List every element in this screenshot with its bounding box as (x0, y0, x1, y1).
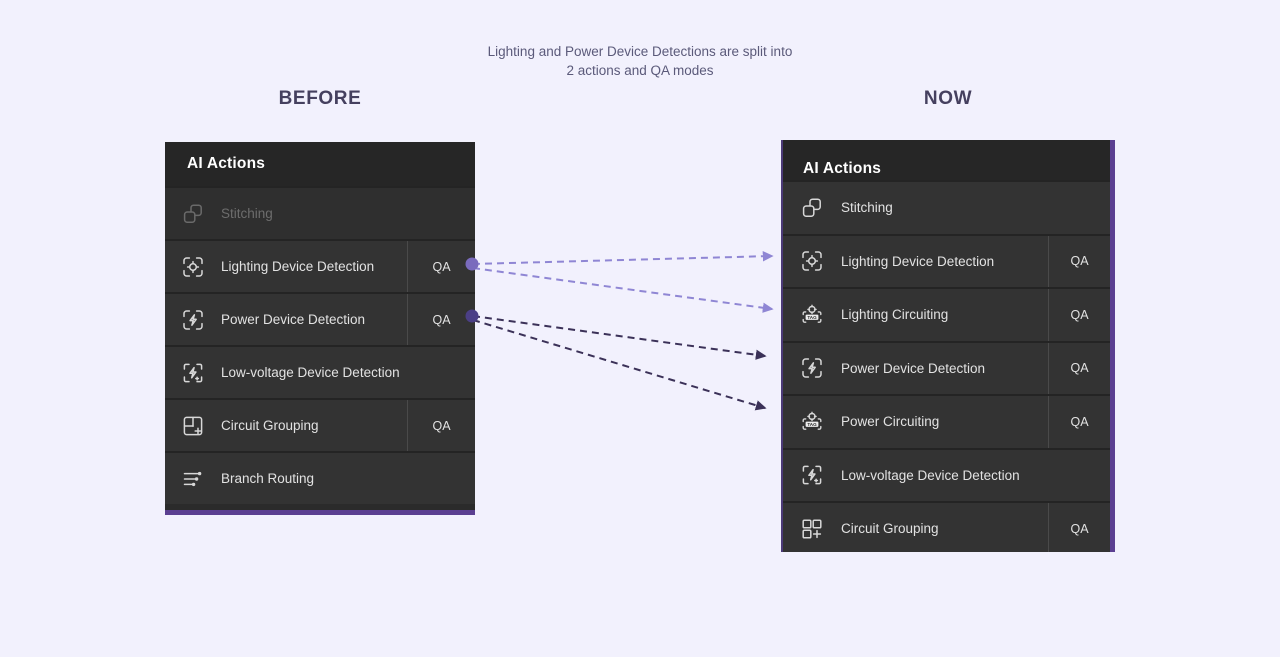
action-row-label: Lighting Device Detection (221, 259, 375, 274)
now-panel-title: AI Actions (783, 140, 1110, 180)
svg-text:TAG: TAG (807, 422, 817, 427)
action-row-label: Lighting Device Detection (841, 253, 995, 269)
svg-text:TAG: TAG (807, 315, 817, 320)
device-detection-icon (165, 255, 221, 279)
before-panel-title: AI Actions (165, 142, 475, 186)
qa-badge[interactable]: QA (407, 241, 475, 292)
stitching-icon (165, 202, 221, 226)
low-voltage-device-icon (165, 361, 221, 385)
qa-badge[interactable]: QA (1048, 289, 1110, 341)
action-row-power-device-detection[interactable]: Power Device Detection QA (783, 340, 1110, 394)
qa-cell-empty (1048, 182, 1110, 234)
before-panel: AI Actions Stitching Lighting Device Det… (165, 142, 475, 515)
now-panel: AI Actions Stitching Lighting Device Det… (781, 140, 1115, 552)
connector-power-to-power-circuiting (472, 319, 767, 411)
low-voltage-device-icon (783, 463, 841, 487)
action-row-circuit-grouping[interactable]: Circuit Grouping QA (783, 501, 1110, 552)
circuiting-tag-icon: TAG (783, 409, 841, 435)
qa-badge[interactable]: QA (1048, 503, 1110, 552)
branch-routing-icon (165, 467, 221, 491)
device-detection-icon (783, 249, 841, 273)
power-device-icon (783, 356, 841, 380)
qa-badge[interactable]: QA (1048, 342, 1110, 394)
action-row-label: Stitching (841, 200, 893, 216)
caption-line-1: Lighting and Power Device Detections are… (487, 44, 793, 59)
action-row-stitching[interactable]: Stitching (783, 180, 1110, 234)
action-row-stitching[interactable]: Stitching (165, 186, 475, 239)
stitching-icon (783, 196, 841, 220)
action-row-circuit-grouping[interactable]: Circuit Grouping QA (165, 398, 475, 451)
qa-badge[interactable]: QA (1048, 396, 1110, 448)
action-row-label: Power Circuiting (841, 414, 940, 430)
action-row-low-voltage-device-detection[interactable]: Low-voltage Device Detection (783, 447, 1110, 502)
qa-cell-empty (407, 347, 475, 398)
qa-cell-empty (1048, 450, 1110, 502)
heading-now: NOW (923, 88, 973, 109)
action-row-label: Low-voltage Device Detection (841, 467, 1020, 483)
power-device-icon (165, 308, 221, 332)
connector-power-to-power-device-detection (472, 315, 767, 360)
caption-line-2: 2 actions and QA modes (566, 63, 714, 78)
qa-cell-empty (407, 188, 475, 239)
circuit-grouping-icon (783, 517, 841, 541)
action-row-lighting-circuiting[interactable]: TAG Lighting Circuiting QA (783, 287, 1110, 341)
action-row-label: Power Device Detection (221, 312, 366, 327)
circuit-grouping-icon (165, 414, 221, 438)
action-row-label: Circuit Grouping (841, 521, 939, 537)
qa-cell-empty (407, 453, 475, 504)
action-row-power-device-detection[interactable]: Power Device Detection QA (165, 292, 475, 345)
action-row-label: Branch Routing (221, 471, 315, 486)
action-row-lighting-device-detection[interactable]: Lighting Device Detection QA (165, 239, 475, 292)
diagram-caption: Lighting and Power Device Detections are… (440, 42, 840, 80)
action-row-label: Low-voltage Device Detection (221, 365, 400, 380)
action-row-label: Stitching (221, 206, 273, 221)
connector-lighting-to-lighting-device-detection (472, 251, 774, 265)
heading-before: BEFORE (278, 88, 362, 109)
action-row-power-circuiting[interactable]: TAG Power Circuiting QA (783, 394, 1110, 448)
action-row-label: Power Device Detection (841, 360, 986, 376)
connector-lighting-to-lighting-circuiting (472, 267, 774, 313)
qa-badge[interactable]: QA (407, 294, 475, 345)
action-row-low-voltage-device-detection[interactable]: Low-voltage Device Detection (165, 345, 475, 398)
action-row-lighting-device-detection[interactable]: Lighting Device Detection QA (783, 233, 1110, 287)
circuiting-tag-icon: TAG (783, 302, 841, 328)
qa-badge[interactable]: QA (407, 400, 475, 451)
action-row-label: Lighting Circuiting (841, 307, 949, 323)
action-row-branch-routing[interactable]: Branch Routing (165, 451, 475, 504)
action-row-label: Circuit Grouping (221, 418, 319, 433)
qa-badge[interactable]: QA (1048, 235, 1110, 287)
